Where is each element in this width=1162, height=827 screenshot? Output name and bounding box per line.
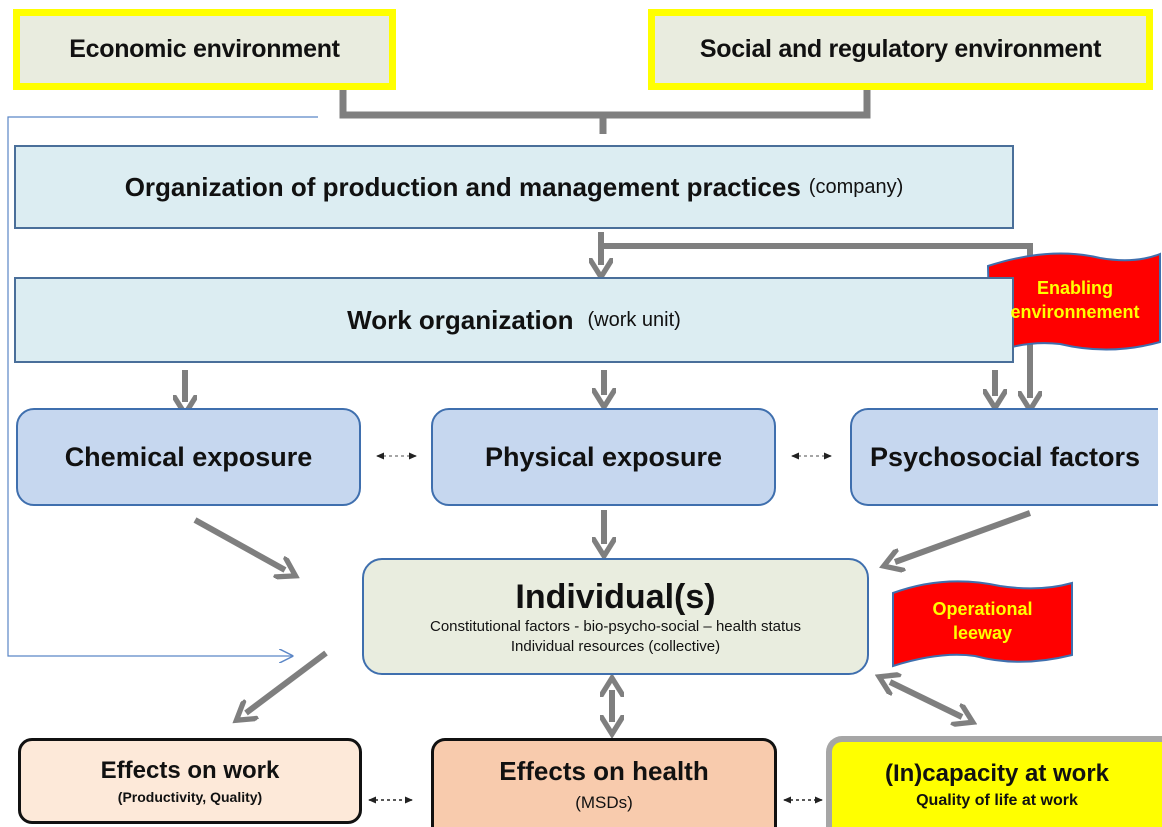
arrow-company-psycho [601, 243, 1030, 398]
incapacity-at-work-title: (In)capacity at work [884, 759, 1110, 787]
social-regulatory-environment-box: Social and regulatory environment [648, 9, 1153, 90]
work-organization-box: Work organization (work unit) [14, 277, 1014, 363]
work-organization-title: Work organization [347, 304, 574, 335]
economic-environment-box: Economic environment [13, 9, 396, 90]
psychosocial-factors-label: Psychosocial factors [869, 441, 1141, 472]
feedback-line [7, 116, 318, 656]
arrow-psycho-individual [895, 510, 1032, 562]
psychosocial-factors-box: Psychosocial factors [850, 408, 1158, 506]
flag-enabling-shape [986, 252, 1161, 356]
environment-bracket [339, 88, 871, 134]
economic-environment-label: Economic environment [69, 35, 340, 63]
flag-operational-line-1: Operational [932, 599, 1033, 619]
effects-on-health-title: Effects on health [499, 755, 709, 786]
work-organization-suffix: (work unit) [587, 308, 681, 331]
effects-on-health-box: Effects on health (MSDs) [431, 738, 777, 827]
flag-operational-line-2: leeway [952, 623, 1013, 643]
flag-operational-text: Operational leeway [893, 597, 1072, 645]
incapacity-at-work-box: (In)capacity at work Quality of life at … [826, 736, 1162, 827]
company-organization-suffix: (company) [808, 175, 904, 198]
arrow-individual-capacity [890, 682, 962, 717]
company-organization-box: Organization of production and managemen… [14, 145, 1014, 229]
arrow-individual-work [246, 650, 328, 713]
physical-exposure-box: Physical exposure [431, 408, 776, 506]
individual-line-1: Constitutional factors - bio-psycho-soci… [429, 617, 801, 635]
chemical-exposure-box: Chemical exposure [16, 408, 361, 506]
company-organization-title: Organization of production and managemen… [124, 171, 801, 202]
chemical-exposure-label: Chemical exposure [64, 441, 313, 472]
individual-title: Individual(s) [515, 577, 716, 616]
physical-exposure-label: Physical exposure [484, 441, 723, 472]
individual-box: Individual(s) Constitutional factors - b… [362, 558, 869, 675]
arrow-chemical-individual [193, 517, 285, 570]
flag-enabling-line-1: Enabling [1037, 278, 1113, 298]
effects-on-work-subtitle: (Productivity, Quality) [117, 789, 263, 805]
incapacity-at-work-subtitle: Quality of life at work [916, 791, 1078, 809]
individual-line-2: Individual resources (collective) [510, 637, 721, 655]
effects-on-health-subtitle: (MSDs) [575, 792, 633, 812]
flag-enabling-line-2: environnement [1010, 302, 1140, 322]
flag-enabling-text: Enabling environnement [990, 276, 1160, 324]
social-regulatory-environment-label: Social and regulatory environment [699, 35, 1102, 63]
flag-operational-shape [892, 580, 1073, 668]
effects-on-work-title: Effects on work [100, 757, 280, 784]
effects-on-work-box: Effects on work (Productivity, Quality) [18, 738, 362, 824]
